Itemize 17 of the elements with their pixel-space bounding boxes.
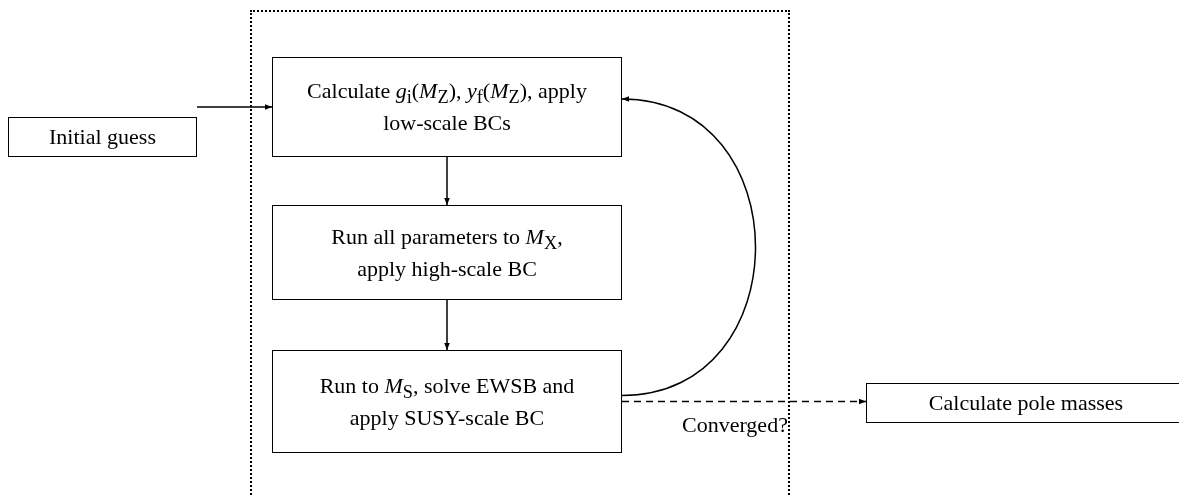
process-box (8, 117, 197, 157)
process-box (272, 205, 622, 300)
arrow (196, 104, 273, 110)
box-text: Calculate pole masses (928, 389, 1124, 417)
dotted-frame (250, 10, 790, 497)
process-box (866, 383, 1179, 423)
arrow (444, 156, 450, 206)
arrow (621, 97, 757, 397)
box-text: Calculate g$_{i}$(M$_{Z}$), y$_{f}$(M$_{Z}$), apply low-scale BCs (306, 77, 588, 137)
box-text: Run to M$_{S}$, solve EWSB and apply SUSY-scale BC (318, 371, 576, 432)
arrow (444, 299, 450, 351)
edge-label: Converged? (682, 411, 788, 438)
process-box (272, 57, 622, 157)
box-text: Run all parameters to M$_{X}$, apply high-scale BC (330, 222, 564, 283)
arrow (621, 398, 867, 405)
process-box (272, 350, 622, 453)
box-text: Initial guess (49, 123, 156, 151)
